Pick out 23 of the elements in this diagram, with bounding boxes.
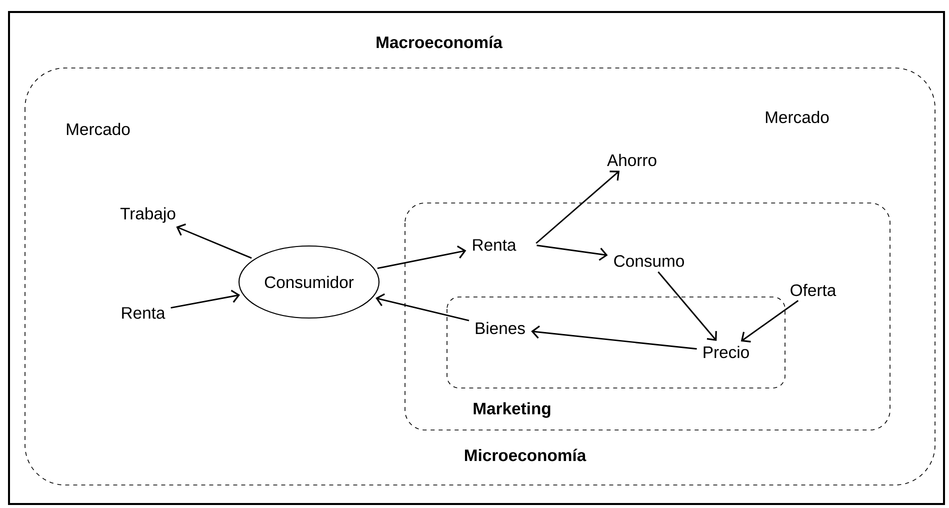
market-label: Mercado — [766, 110, 829, 124]
region-title: Marketing — [474, 402, 550, 418]
arrow — [376, 293, 470, 322]
region-title: Macroeconomía — [376, 36, 503, 48]
concept-label: Bienes — [476, 322, 525, 334]
concept-label: Oferta — [790, 284, 836, 296]
ellipse-node: Consumidor — [238, 245, 380, 319]
arrow — [176, 223, 252, 259]
concept-label: Precio — [704, 346, 749, 358]
arrow — [740, 300, 799, 343]
region-title: Microeconomía — [465, 448, 586, 462]
arrow — [536, 170, 620, 244]
concept-label: Renta — [473, 239, 516, 251]
arrow — [658, 271, 717, 341]
concept-label: Renta — [122, 307, 166, 319]
market-label: Mercado — [66, 122, 130, 136]
concept-label: Ahorro — [607, 154, 656, 166]
arrow — [536, 244, 608, 261]
concept-label: Consumo — [614, 255, 684, 267]
arrow — [377, 246, 466, 270]
arrow — [170, 290, 240, 309]
arrow — [531, 326, 697, 350]
concept-label: Trabajo — [120, 207, 176, 223]
